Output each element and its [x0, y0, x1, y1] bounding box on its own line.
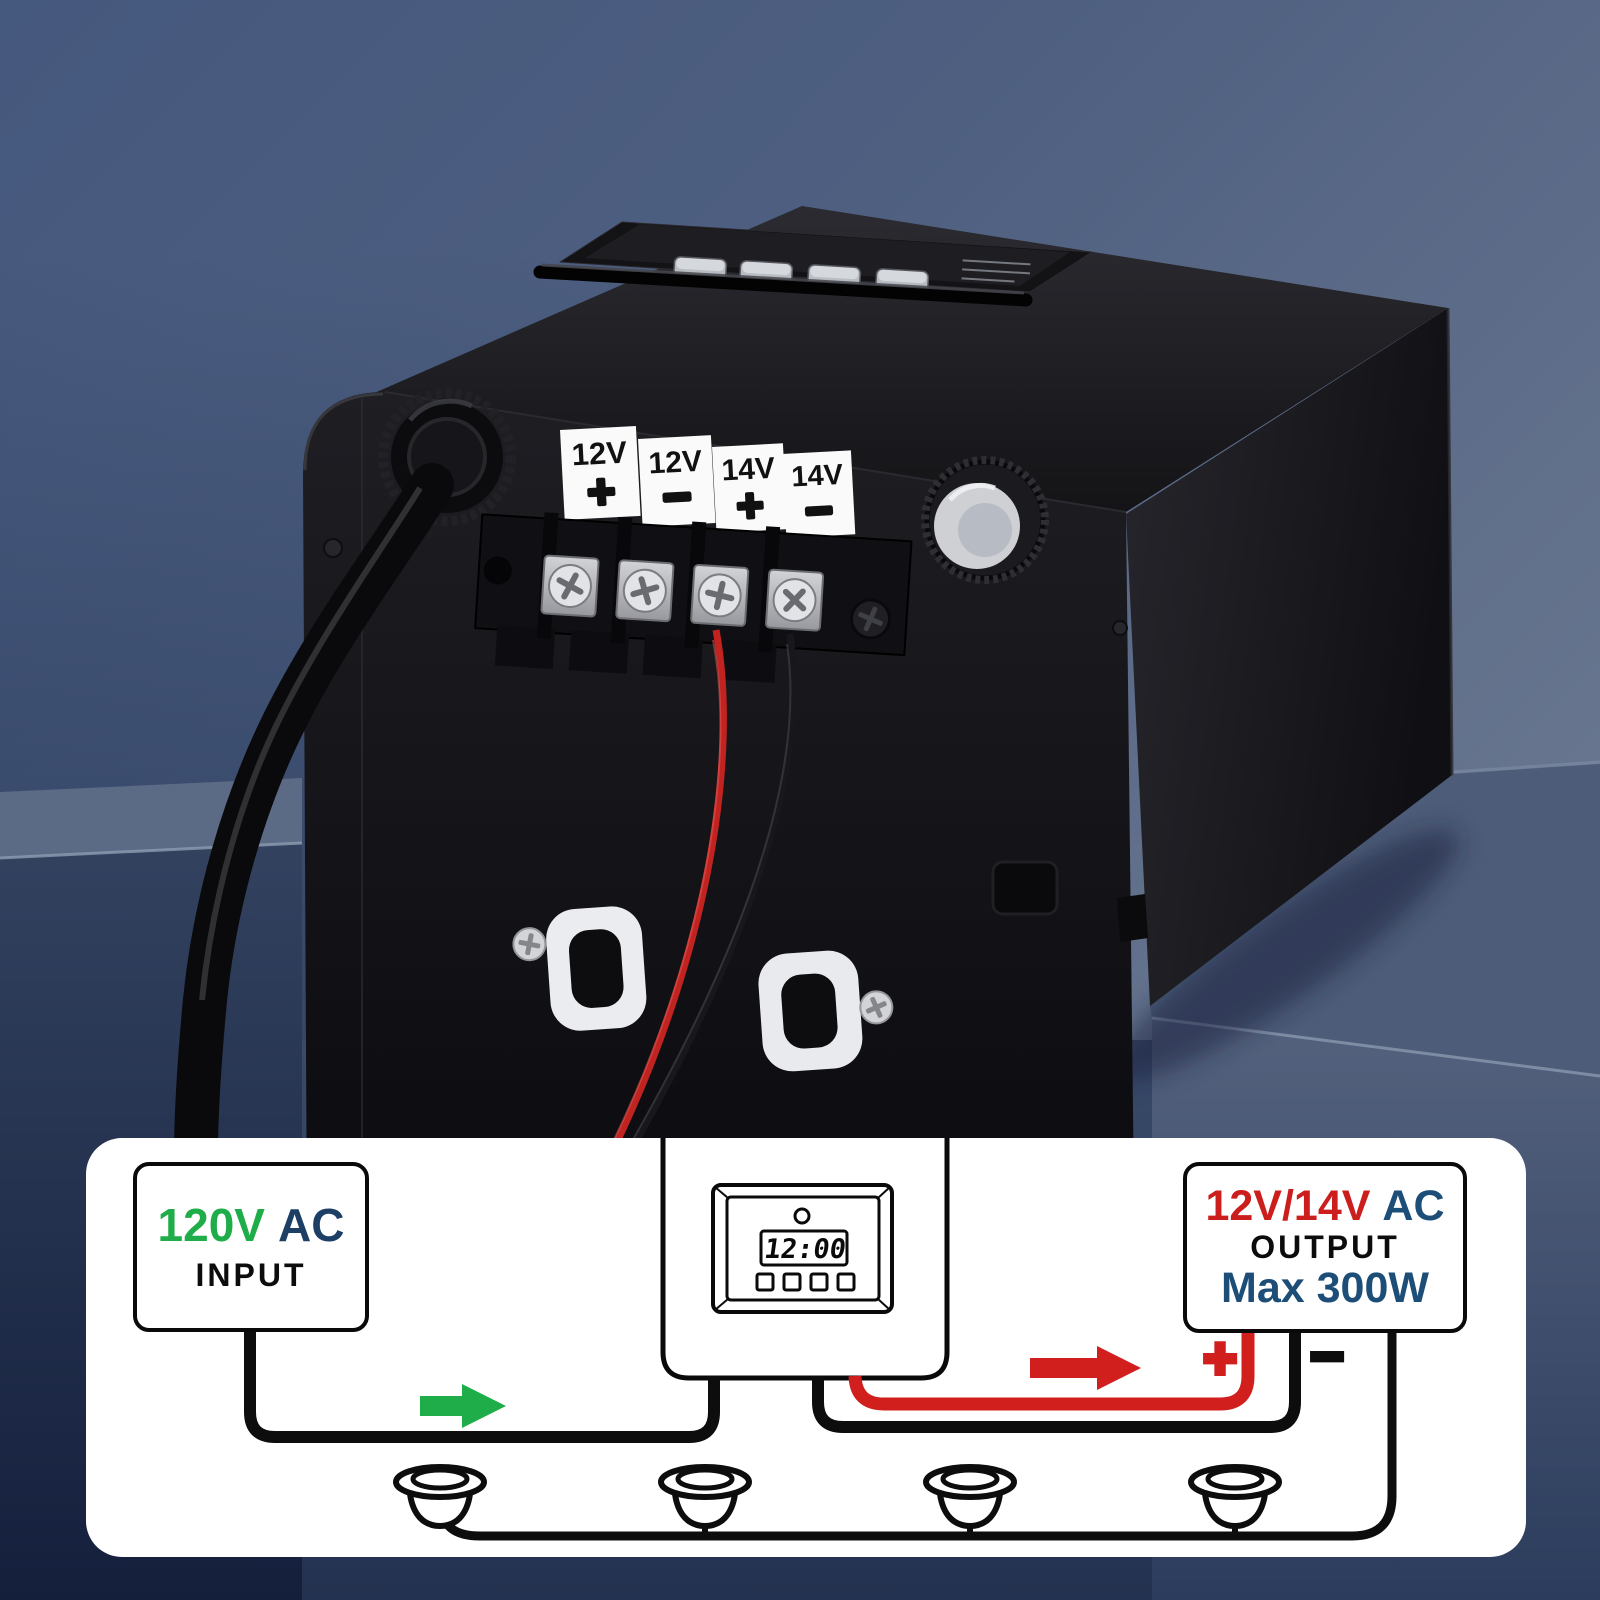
minus-label: − [1310, 1324, 1344, 1389]
top-control-panel [533, 221, 1093, 307]
terminal-label-card: 12V − [638, 435, 716, 527]
photocell-sensor [921, 456, 1049, 584]
red-terminal-wire [608, 629, 727, 1154]
terminal-block [474, 512, 913, 684]
chassis-screw-icon [323, 538, 1128, 636]
svg-text:+: + [586, 465, 617, 519]
output-max-power: Max 300W [1221, 1264, 1429, 1313]
svg-text:14V: 14V [721, 452, 776, 488]
positive-wire [848, 1331, 1255, 1411]
terminal-screws [540, 554, 825, 632]
cable-clamp [758, 950, 894, 1072]
negative-wire [812, 1331, 1301, 1433]
timer-buttons [755, 1272, 856, 1292]
terminal-wires [608, 629, 797, 1154]
output-voltage: 12V/14V [1205, 1181, 1371, 1230]
box-side-face [1126, 308, 1452, 1006]
cable-clamp [512, 906, 647, 1031]
red-arrow-icon [1030, 1346, 1141, 1390]
input-current-type: AC [277, 1199, 345, 1252]
svg-text:+: + [735, 478, 765, 531]
green-arrow-icon [420, 1384, 506, 1428]
light-fixture-icon [923, 1464, 1017, 1529]
svg-text:12V: 12V [648, 445, 703, 481]
input-wire [244, 1330, 720, 1443]
timer-lcd [759, 1229, 849, 1267]
terminal-label-card: 14V + [712, 443, 788, 534]
panel-fine-print [961, 259, 1031, 283]
input-label: INPUT [195, 1256, 307, 1293]
svg-text:−: − [662, 470, 693, 524]
svg-text:−: − [804, 483, 834, 536]
svg-text:14V: 14V [791, 459, 845, 494]
light-fixture-icon [658, 1464, 752, 1529]
knockout-cutout [991, 860, 1059, 916]
mounting-screw-icon [850, 598, 892, 640]
output-current-type: AC [1382, 1181, 1445, 1230]
timer-icon: 12:00 [711, 1183, 894, 1314]
power-cable [174, 463, 454, 1177]
terminal-label-card: 14V − [782, 450, 856, 539]
timer-led-icon [793, 1207, 811, 1225]
terminal-labels: 12V + 12V − 14V + 14V − [560, 426, 856, 539]
timer-display: 12:00 [762, 1234, 848, 1265]
box-foot [1117, 894, 1148, 942]
output-label: OUTPUT [1250, 1228, 1400, 1265]
box-shadow [1111, 829, 1459, 1081]
svg-text:12V: 12V [571, 435, 628, 473]
input-voltage: 120V [157, 1199, 265, 1252]
light-fixture-icon [393, 1464, 487, 1529]
black-terminal-wire [626, 633, 797, 1154]
light-fixture-icon [1188, 1464, 1282, 1529]
transformer-box: 12V + 12V − 14V + 14V − [174, 206, 1454, 1238]
plus-label: + [1203, 1326, 1237, 1391]
terminal-label-card: 12V + [560, 426, 641, 522]
path-light-icons [393, 1464, 1282, 1529]
